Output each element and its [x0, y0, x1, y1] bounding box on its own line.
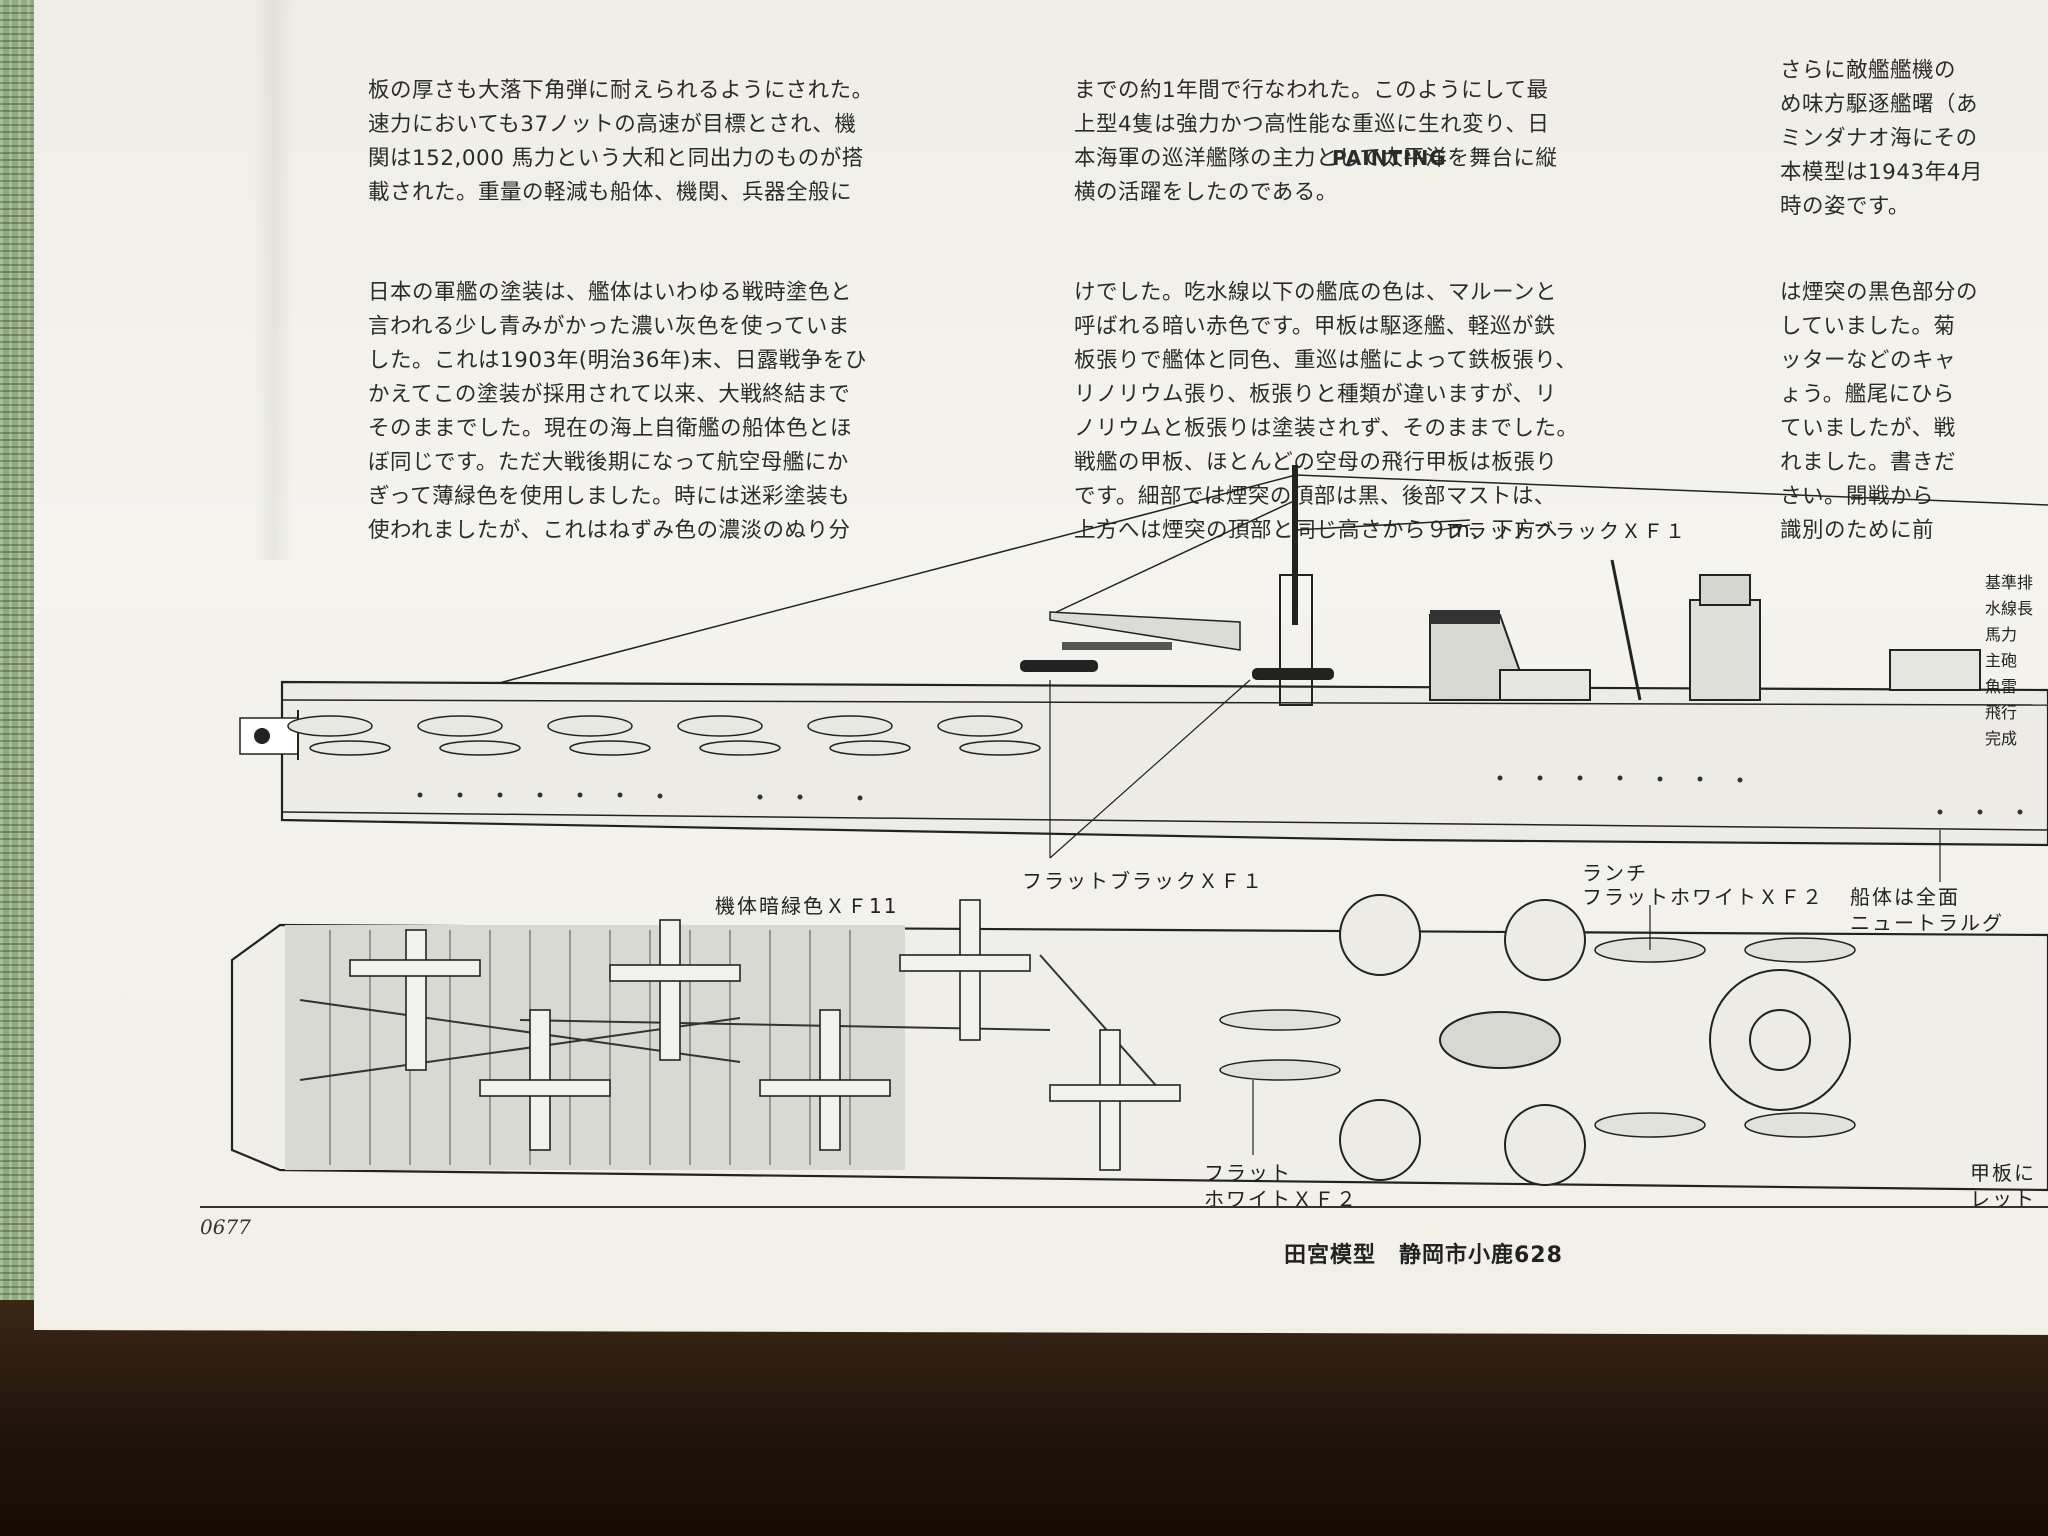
- plan-floatplanes: [349, 899, 1181, 1171]
- profile-floatplanes: [287, 715, 1041, 756]
- label-aircraft-color: 機体暗緑色ＸＦ11: [715, 894, 899, 918]
- top-text-col1: 板の厚さも大落下角弾に耐えられるようにされた。速力においても37ノットの高速が目…: [368, 78, 874, 205]
- wooden-table-background: [0, 1300, 2048, 1536]
- paper-fold-shadow: [254, 0, 294, 560]
- bridge-icon: [1689, 599, 1761, 701]
- label-flat-black-top: フラットブラックＸＦ１: [1445, 519, 1687, 543]
- turret-plan-icon: [1339, 894, 1421, 976]
- top-text-col3: さらに敵艦艦機のめ味方駆逐艦曙（あミンダナオ海にその本模型は1943年4月時の姿…: [1780, 58, 1983, 219]
- painting-text-col1: 日本の軍艦の塗装は、艦体はいわゆる戦時塗色と言われる少し青みがかった濃い灰色を使…: [368, 280, 867, 543]
- painting-text-col2: けでした。吃水線以下の艦底の色は、マルーンと呼ばれる暗い赤色です。甲板は駆逐艦、…: [1074, 280, 1579, 543]
- painting-heading: PAINTING: [1332, 146, 1447, 170]
- crane-icon: [1049, 611, 1241, 651]
- mast-icon: [1292, 465, 1298, 625]
- label-flat-black-bottom: フラットブラックＸＦ１: [1022, 869, 1264, 893]
- label-flat-white-lower-2: ホワイトＸＦ２: [1204, 1187, 1358, 1211]
- footer-rule: [200, 1206, 2048, 1208]
- footer-publisher: 田宮模型 静岡市小鹿628: [1284, 1243, 1563, 1268]
- footer-code: 0677: [200, 1215, 251, 1239]
- top-text-col2: までの約1年間で行なわれた。このようにして最上型4隻は強力かつ高性能な重巡に生れ…: [1074, 78, 1558, 205]
- label-neutral-grey: ニュートラルグ: [1850, 911, 2004, 935]
- turret-icon: [1499, 669, 1591, 701]
- label-deck-2: レット: [1970, 1187, 2036, 1211]
- launch-boats: [1219, 937, 1856, 1138]
- label-launch: ランチ: [1582, 861, 1648, 885]
- painting-text-col3: は煙突の黒色部分のしていました。菊ッターなどのキャょう。艦尾にひらていましたが、…: [1780, 280, 1979, 543]
- label-hull-all: 船体は全面: [1850, 885, 1960, 909]
- tripod-mast-icon: [1279, 574, 1313, 706]
- label-deck-1: 甲板に: [1970, 1161, 2036, 1185]
- label-flat-white-lower-1: フラット: [1204, 1161, 1292, 1185]
- spec-labels: 基準排水線長馬力主砲魚雷飛行完成: [1985, 573, 2034, 748]
- label-flat-white-launch: フラットホワイトＸＦ２: [1582, 885, 1824, 909]
